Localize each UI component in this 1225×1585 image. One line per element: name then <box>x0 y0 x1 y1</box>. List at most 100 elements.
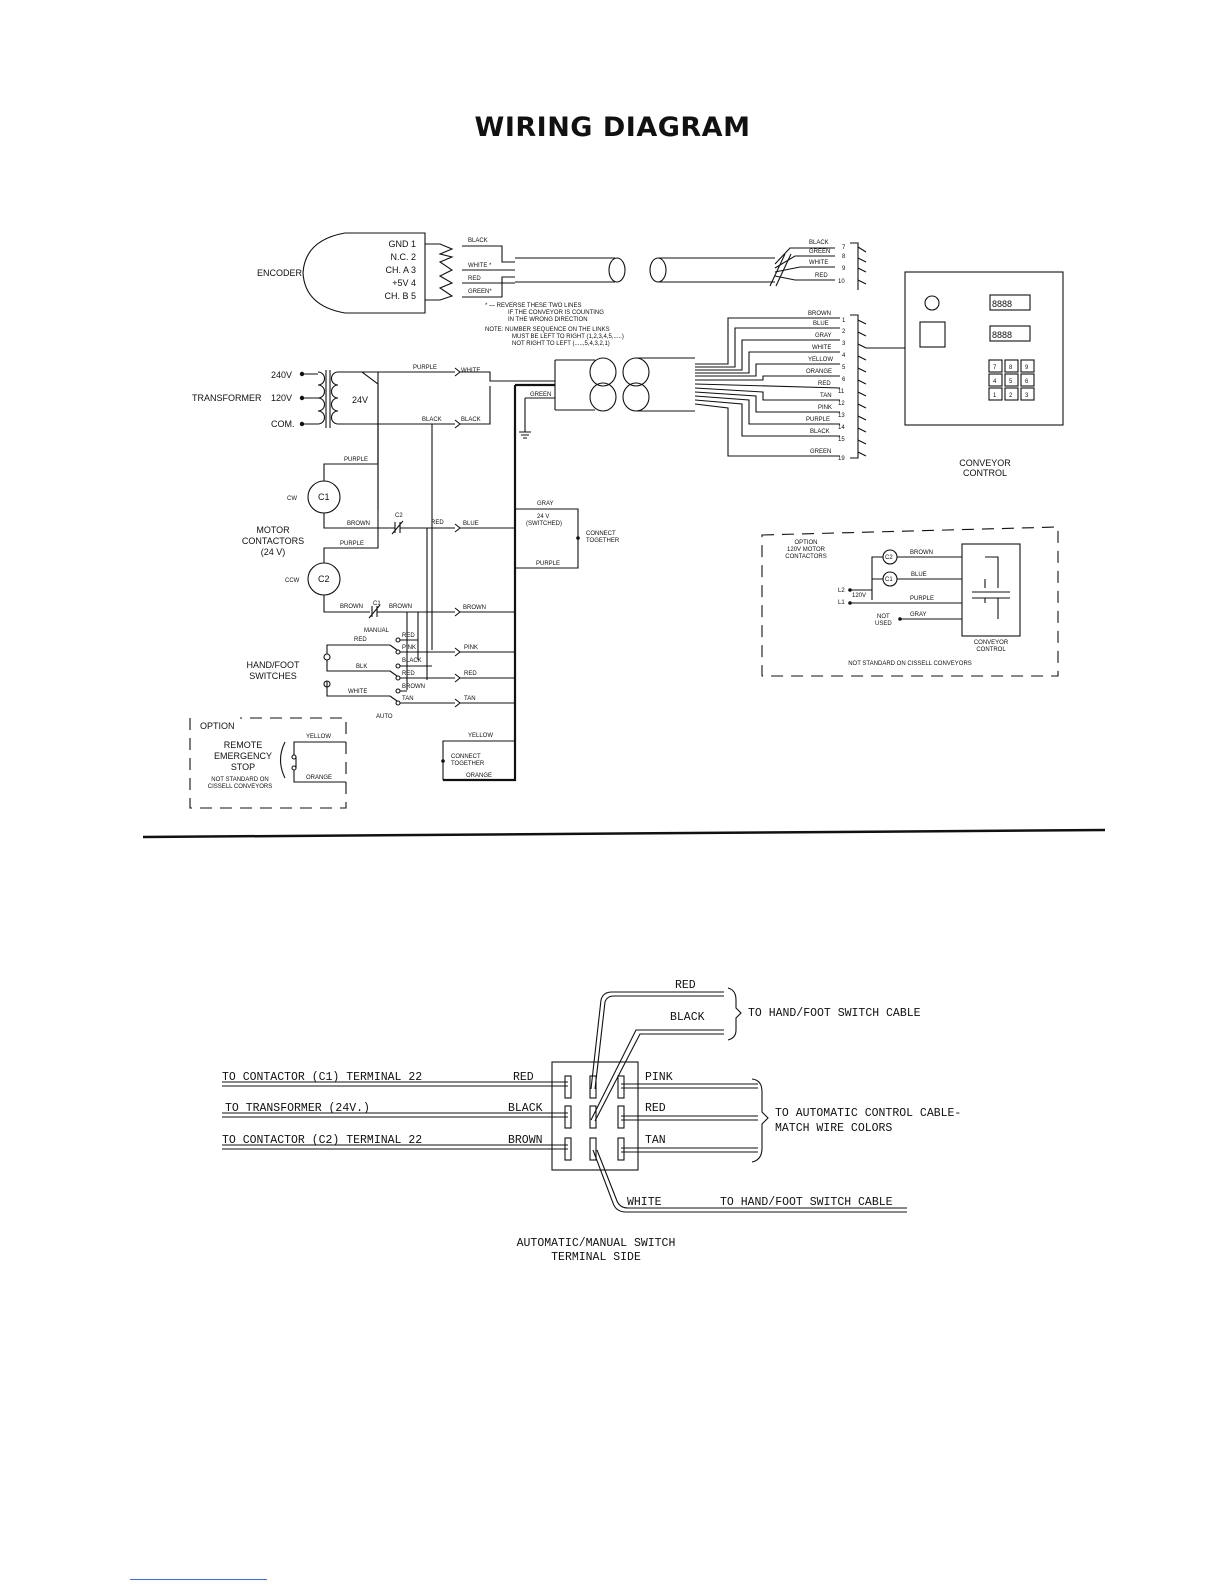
svg-text:CONNECT: CONNECT <box>586 531 616 537</box>
terminal-number: 9 <box>842 266 846 272</box>
svg-text:BROWN: BROWN <box>347 521 370 527</box>
yellow-orange-jumper: YELLOW ORANGE CONNECT TOGETHER <box>441 733 515 780</box>
svg-text:NOT STANDARD ON CISSELL CONVEY: NOT STANDARD ON CISSELL CONVEYORS <box>848 661 972 667</box>
svg-text:BLACK: BLACK <box>422 417 442 423</box>
left-dest-label: TO CONTACTOR (C2) TERMINAL 22 <box>222 1134 422 1147</box>
svg-text:OPTION: OPTION <box>200 721 235 731</box>
svg-text:ORANGE: ORANGE <box>306 775 332 781</box>
svg-text:MANUAL: MANUAL <box>364 628 390 634</box>
svg-text:13: 13 <box>838 413 845 419</box>
encoder-block: ENCODER GND 1 N.C. 2 CH. A 3 +5V 4 CH. B… <box>257 232 792 314</box>
encoder-terminal-links: BLACK GREEN WHITE RED 7 8 9 10 <box>774 240 867 290</box>
svg-text:14: 14 <box>838 425 845 431</box>
svg-text:GRAY: GRAY <box>815 333 832 339</box>
switch-caption: AUTOMATIC/MANUAL SWITCH <box>517 1237 676 1250</box>
display-readout: 8888 <box>992 299 1012 309</box>
svg-text:CW: CW <box>287 496 297 502</box>
svg-text:1: 1 <box>842 318 846 324</box>
svg-text:RED: RED <box>464 671 477 677</box>
svg-text:CONNECT: CONNECT <box>451 754 481 760</box>
motor-option-box: OPTION 120V MOTOR CONTACTORS C2 C1 BROWN… <box>761 526 1059 677</box>
svg-text:BROWN: BROWN <box>402 684 425 690</box>
svg-text:3: 3 <box>1025 393 1029 399</box>
svg-text:WHITE: WHITE <box>461 368 480 374</box>
svg-text:GRAY: GRAY <box>537 501 554 507</box>
encoder-pin: CH. B 5 <box>384 291 416 301</box>
svg-text:24 V: 24 V <box>537 514 549 520</box>
svg-text:PURPLE: PURPLE <box>413 365 437 371</box>
svg-text:RED: RED <box>402 671 415 677</box>
encoder-label: ENCODER <box>257 268 303 278</box>
svg-text:CONTROL: CONTROL <box>976 647 1006 653</box>
svg-text:NOTE: NUMBER SEQUENCE ON THE L: NOTE: NUMBER SEQUENCE ON THE LINKS <box>485 327 610 333</box>
svg-text:C2: C2 <box>395 513 403 519</box>
svg-text:TOGETHER: TOGETHER <box>586 538 620 544</box>
svg-text:CONTACTORS: CONTACTORS <box>785 554 826 560</box>
svg-text:19: 19 <box>838 456 845 462</box>
svg-text:USED: USED <box>875 621 892 627</box>
svg-text:GREEN: GREEN <box>810 449 831 455</box>
svg-text:BROWN: BROWN <box>808 311 831 317</box>
svg-text:BROWN: BROWN <box>340 604 363 610</box>
svg-text:BLACK: BLACK <box>402 658 422 664</box>
left-dest-label: TO CONTACTOR (C1) TERMINAL 22 <box>222 1071 422 1084</box>
left-dest-label: TO TRANSFORMER (24V.) <box>225 1102 370 1115</box>
cable-wire-labels: BROWN BLUE GRAY WHITE YELLOW ORANGE RED … <box>806 311 833 455</box>
svg-text:4: 4 <box>842 353 846 359</box>
svg-text:6: 6 <box>1025 379 1029 385</box>
svg-text:RED: RED <box>431 520 444 526</box>
svg-text:NOT: NOT <box>877 614 890 620</box>
right-dest-label: TO AUTOMATIC CONTROL CABLE- <box>775 1107 961 1120</box>
wire-label: WHITE * <box>468 263 492 269</box>
wire-label: GREEN* <box>468 289 492 295</box>
top-color-label: BLACK <box>670 1011 705 1024</box>
svg-text:L1: L1 <box>838 600 845 606</box>
svg-text:BROWN: BROWN <box>910 550 933 556</box>
left-color-label: RED <box>513 1071 534 1084</box>
svg-text:BLUE: BLUE <box>911 572 927 578</box>
svg-text:BLK: BLK <box>356 664 367 670</box>
svg-text:IN THE WRONG DIRECTION: IN THE WRONG DIRECTION <box>508 317 588 323</box>
svg-text:24V: 24V <box>352 395 368 405</box>
svg-text:5: 5 <box>842 365 846 371</box>
svg-text:120V MOTOR: 120V MOTOR <box>787 547 826 553</box>
svg-text:CONTACTORS: CONTACTORS <box>242 536 304 546</box>
svg-text:TAN: TAN <box>402 696 414 702</box>
svg-text:CCW: CCW <box>285 578 300 584</box>
svg-text:C1: C1 <box>318 492 330 502</box>
terminal-number: 8 <box>842 254 846 260</box>
conveyor-control-label: CONTROL <box>963 468 1007 478</box>
hand-foot-switches: HAND/FOOT SWITCHES MANUAL AUTO RED BLK W… <box>247 628 515 720</box>
svg-text:C2: C2 <box>885 555 893 561</box>
svg-text:PURPLE: PURPLE <box>340 541 364 547</box>
svg-text:ORANGE: ORANGE <box>806 369 832 375</box>
left-color-label: BLACK <box>508 1102 543 1115</box>
svg-text:WHITE: WHITE <box>348 689 367 695</box>
svg-text:* — REVERSE THESE TWO LINES: * — REVERSE THESE TWO LINES <box>485 303 581 309</box>
svg-text:YELLOW: YELLOW <box>306 734 331 740</box>
svg-text:BLACK: BLACK <box>461 417 481 423</box>
svg-text:PURPLE: PURPLE <box>806 417 830 423</box>
svg-text:GREEN: GREEN <box>530 392 551 398</box>
encoder-pin: CH. A 3 <box>385 265 416 275</box>
footer-link-underline[interactable] <box>130 1579 267 1580</box>
svg-text:REMOTE: REMOTE <box>224 740 263 750</box>
svg-text:ORANGE: ORANGE <box>466 773 492 779</box>
cable-terminal-numbers: 1 2 3 4 5 6 11 12 13 14 15 19 <box>838 318 846 462</box>
wire-label: WHITE <box>809 260 828 266</box>
svg-text:PURPLE: PURPLE <box>344 457 368 463</box>
display-readout: 8888 <box>992 330 1012 340</box>
svg-text:TOGETHER: TOGETHER <box>451 761 485 767</box>
svg-text:EMERGENCY: EMERGENCY <box>214 751 272 761</box>
reverse-notes: * — REVERSE THESE TWO LINES IF THE CONVE… <box>485 303 624 347</box>
svg-text:WHITE: WHITE <box>812 345 831 351</box>
svg-text:2: 2 <box>1009 393 1013 399</box>
svg-text:C1: C1 <box>373 601 381 607</box>
svg-text:TAN: TAN <box>464 696 476 702</box>
svg-text:L2: L2 <box>838 588 845 594</box>
svg-text:9: 9 <box>1025 365 1029 371</box>
svg-text:PINK: PINK <box>402 645 416 651</box>
top-dest-label: TO HAND/FOOT SWITCH CABLE <box>748 1007 921 1020</box>
svg-text:PURPLE: PURPLE <box>910 596 934 602</box>
